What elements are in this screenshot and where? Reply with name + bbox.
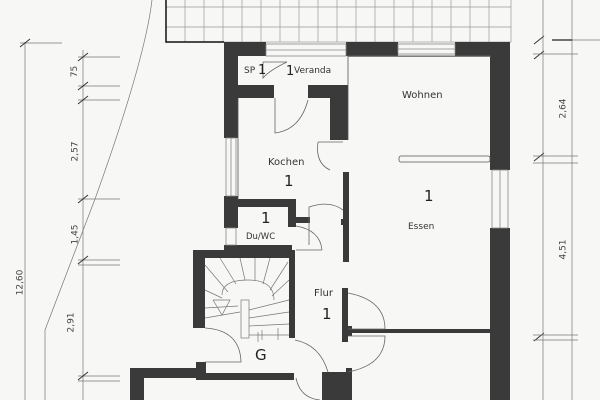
room-label-veranda: Veranda bbox=[294, 66, 332, 76]
room-label-flur: Flur bbox=[314, 288, 333, 299]
dimension-left-1: 2,57 bbox=[70, 141, 81, 162]
room-number-veranda: 1 bbox=[286, 64, 295, 79]
door-swings bbox=[204, 61, 386, 400]
room-number-flur: 1 bbox=[322, 305, 332, 323]
room-label-duwc: Du/WC bbox=[246, 232, 276, 242]
room-number-sp: 1 bbox=[258, 63, 267, 78]
room-label-g: G bbox=[255, 346, 267, 364]
windows bbox=[225, 43, 509, 246]
room-number-duwc: 1 bbox=[261, 209, 271, 227]
dimension-right-1: 4,51 bbox=[558, 239, 569, 260]
right-dimension-lines bbox=[533, 0, 600, 400]
staircase bbox=[204, 257, 290, 342]
room-number-essen: 1 bbox=[424, 187, 434, 205]
dimension-total-left: 12,60 bbox=[15, 269, 26, 296]
room-label-wohnen: Wohnen bbox=[402, 90, 443, 101]
room-label-kochen: Kochen bbox=[268, 157, 305, 168]
dimension-left-3: 2,91 bbox=[66, 312, 77, 333]
dimension-left-0: 75 bbox=[70, 65, 81, 78]
room-label-essen: Essen bbox=[408, 222, 435, 232]
dimension-left-2: 1,45 bbox=[70, 224, 81, 245]
dimension-ticks bbox=[19, 35, 545, 381]
room-label-sp: SP bbox=[244, 66, 256, 76]
terrace-grid bbox=[165, 0, 512, 43]
dimension-right-0: 2,64 bbox=[558, 98, 569, 119]
left-dimension-lines bbox=[20, 0, 153, 400]
walls bbox=[130, 42, 510, 400]
room-number-kochen: 1 bbox=[284, 172, 294, 190]
inner-lines bbox=[237, 55, 491, 200]
